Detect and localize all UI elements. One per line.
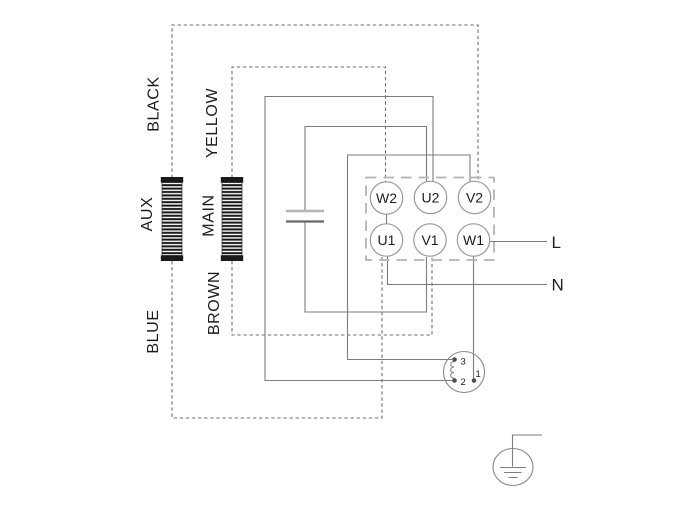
terminal-block: W2 U2 V2 U1 V1 W1	[365, 176, 495, 261]
main-winding-label: MAIN	[201, 194, 218, 236]
plug-pin2-dot	[452, 378, 457, 383]
main-winding-bottom-cap	[220, 255, 244, 261]
yellow-wire	[231, 66, 387, 182]
black-wire-label: BLACK	[146, 76, 163, 131]
wire-u1-to-neutral	[386, 256, 547, 286]
wire-v2-to-plug-pin3	[346, 154, 471, 361]
plug-pin2-label: 2	[461, 377, 466, 388]
main-winding-body	[221, 182, 243, 256]
capacitor-icon	[286, 209, 324, 223]
terminal-u1	[369, 223, 404, 257]
terminal-u1-label: U1	[378, 232, 396, 248]
aux-winding-body	[161, 182, 183, 256]
blue-wire	[171, 257, 383, 419]
terminal-v1-label: V1	[421, 232, 438, 248]
wire-u2-to-plug-pin2	[264, 95, 452, 382]
main-winding	[220, 177, 244, 261]
plug-pin1-dot	[471, 378, 477, 383]
mains-plug-connector: 3 2 1	[442, 350, 486, 394]
aux-winding-bottom-cap	[160, 255, 184, 261]
plug-thermal-coil-icon	[450, 360, 455, 380]
plug-pin1-label: 1	[476, 369, 481, 380]
terminal-w1	[456, 223, 491, 257]
wire-capacitor-to-u2	[304, 125, 428, 210]
plug-pin3-dot	[452, 357, 457, 362]
aux-winding	[160, 177, 184, 261]
main-winding-top-cap	[220, 177, 244, 183]
brown-wire	[231, 257, 433, 336]
blue-wire-label: BLUE	[145, 309, 162, 353]
ground-lead-wire	[511, 434, 542, 467]
terminal-v2-label: V2	[466, 190, 483, 206]
terminal-u2	[413, 180, 448, 215]
ground-icon	[492, 434, 542, 487]
yellow-wire-label: YELLOW	[204, 88, 221, 159]
terminal-u2-label: U2	[422, 190, 440, 206]
ground-circle	[492, 447, 534, 487]
black-wire	[171, 24, 479, 182]
neutral-label: N	[552, 276, 564, 295]
plug-pin3-label: 3	[461, 357, 466, 368]
live-label: L	[552, 233, 561, 252]
plug-outline-circle	[442, 350, 486, 394]
terminal-v2	[457, 180, 492, 215]
terminal-w2	[369, 181, 404, 215]
brown-wire-label: BROWN	[206, 271, 223, 335]
aux-winding-label: AUX	[139, 197, 156, 232]
terminal-w2-label: W2	[376, 190, 397, 206]
terminal-w1-label: W1	[463, 232, 484, 248]
wire-capacitor-to-v1	[304, 222, 428, 313]
aux-winding-top-cap	[160, 177, 184, 183]
terminal-v1	[413, 223, 447, 257]
